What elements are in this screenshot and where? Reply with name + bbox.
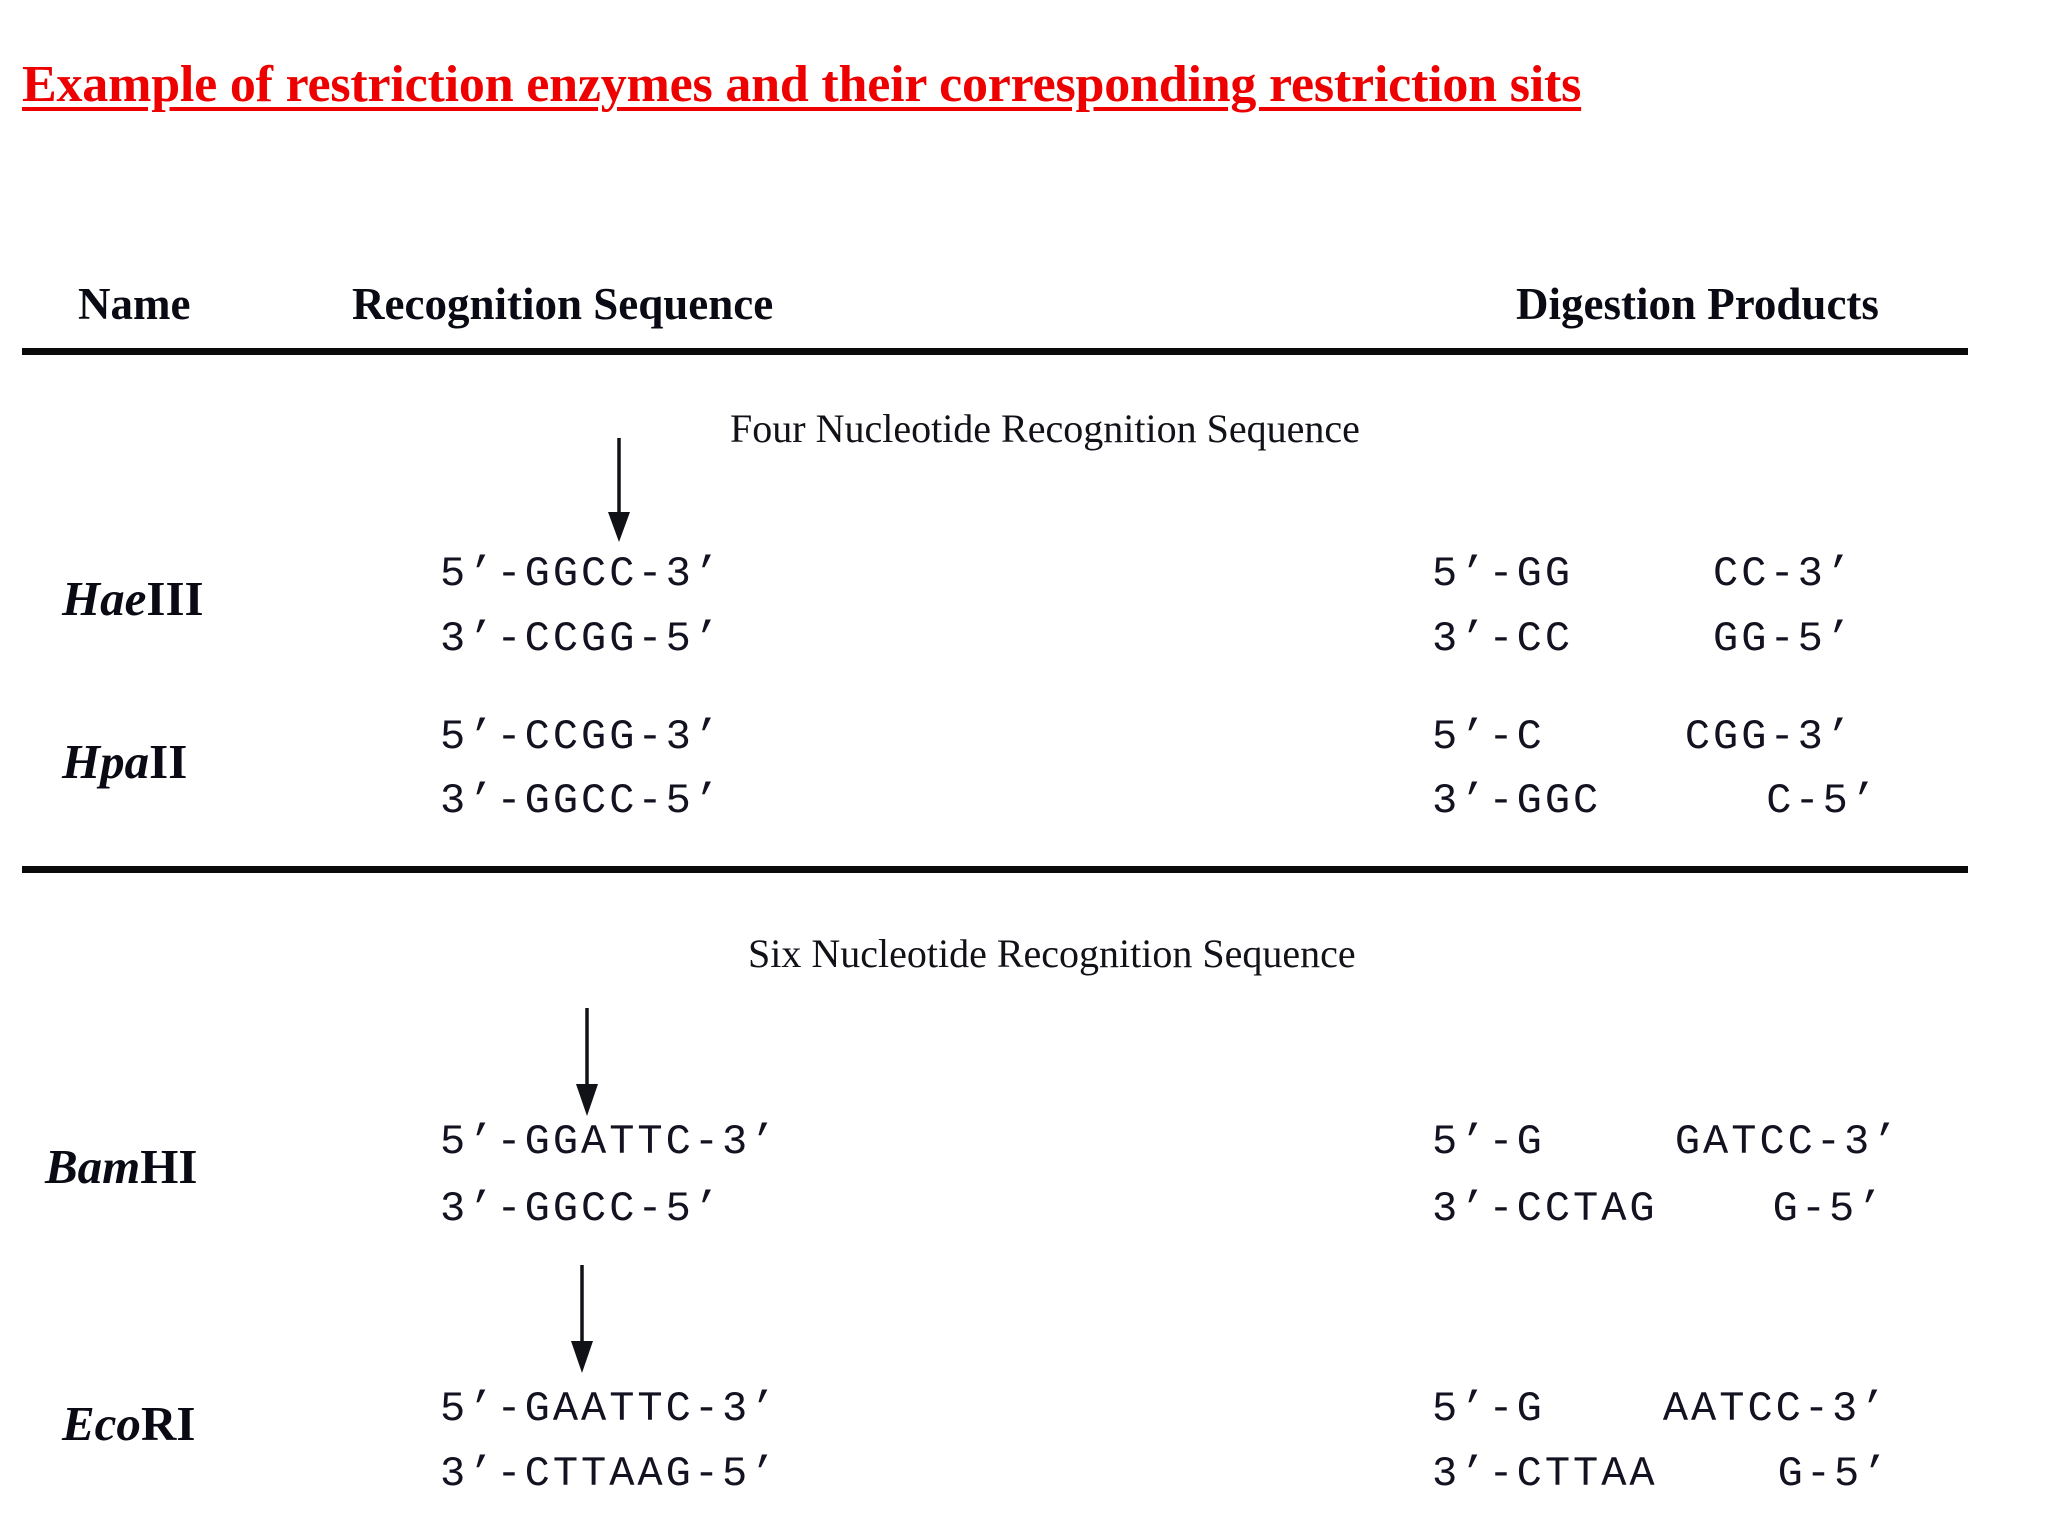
column-header-digestion-products: Digestion Products xyxy=(1516,279,1879,329)
section-divider-rule xyxy=(22,866,1968,873)
digestion-product-bottom-strand: 3’-CTTAA G-5’ xyxy=(1432,1450,1890,1498)
cut-site-down-arrow-icon xyxy=(602,438,636,542)
recognition-sequence-bottom-strand: 3’-CTTAAG-5’ xyxy=(440,1450,779,1498)
digestion-fragment-right: CGG-3’ xyxy=(1684,713,1855,761)
digestion-fragment-left: 5’-GG xyxy=(1432,550,1574,598)
recognition-sequence-bottom-strand: 3’-CCGG-5’ xyxy=(440,615,723,663)
digestion-fragment-right: G-5’ xyxy=(1777,1450,1891,1498)
enzyme-number-part: HI xyxy=(140,1139,198,1194)
digestion-fragment-right: C-5’ xyxy=(1766,777,1880,825)
digestion-fragment-right: GG-5’ xyxy=(1713,615,1855,663)
recognition-sequence-top-strand: 5’-GAATTC-3’ xyxy=(440,1385,779,1433)
digestion-fragment-left: 3’-CC xyxy=(1432,615,1574,663)
enzyme-genus-part: Hpa xyxy=(62,734,150,789)
enzyme-name-ecori: EcoRI xyxy=(62,1395,195,1452)
recognition-sequence-top-strand: 5’-CCGG-3’ xyxy=(440,713,723,761)
digestion-product-top-strand: 5’-G AATCC-3’ xyxy=(1432,1385,1888,1433)
recognition-sequence-top-strand: 5’-GGCC-3’ xyxy=(440,550,723,598)
page-title: Example of restriction enzymes and their… xyxy=(22,56,1582,113)
digestion-fragment-left: 5’-G xyxy=(1432,1385,1545,1433)
column-header-recognition-sequence: Recognition Sequence xyxy=(352,279,774,329)
section-label-four-nucleotide: Four Nucleotide Recognition Sequence xyxy=(730,406,1360,451)
recognition-sequence-top-strand: 5’-GGATTC-3’ xyxy=(440,1118,779,1166)
recognition-sequence-bottom-strand: 3’-GGCC-5’ xyxy=(440,777,723,825)
digestion-product-top-strand: 5’-C CGG-3’ xyxy=(1432,713,1854,761)
enzyme-number-part: RI xyxy=(140,1396,196,1451)
enzyme-name-hpaii: HpaII xyxy=(62,733,187,790)
column-header-name: Name xyxy=(78,279,191,329)
recognition-sequence-bottom-strand: 3’-GGCC-5’ xyxy=(440,1185,723,1233)
digestion-product-top-strand: 5’-GG CC-3’ xyxy=(1432,550,1854,598)
section-label-six-nucleotide: Six Nucleotide Recognition Sequence xyxy=(748,931,1356,976)
digestion-product-bottom-strand: 3’-CC GG-5’ xyxy=(1432,615,1854,663)
digestion-product-top-strand: 5’-G GATCC-3’ xyxy=(1432,1118,1900,1166)
digestion-fragment-right: AATCC-3’ xyxy=(1662,1385,1889,1433)
digestion-fragment-left: 3’-CTTAA xyxy=(1432,1450,1658,1498)
digestion-fragment-left: 3’-CCTAG xyxy=(1432,1185,1658,1233)
enzyme-name-haeiii: HaeIII xyxy=(62,570,204,627)
enzyme-genus-part: Eco xyxy=(62,1396,141,1451)
digestion-product-bottom-strand: 3’-GGC C-5’ xyxy=(1432,777,1879,825)
enzyme-number-part: III xyxy=(146,571,204,626)
digestion-fragment-left: 5’-C xyxy=(1432,713,1545,761)
digestion-fragment-right: GATCC-3’ xyxy=(1674,1118,1901,1166)
digestion-fragment-right: CC-3’ xyxy=(1713,550,1855,598)
enzyme-genus-part: Bam xyxy=(45,1139,141,1194)
cut-site-down-arrow-icon xyxy=(570,1008,604,1116)
enzyme-name-bamhi: BamHI xyxy=(45,1138,197,1195)
enzyme-genus-part: Hae xyxy=(62,571,147,626)
cut-site-down-arrow-icon xyxy=(565,1265,599,1373)
digestion-fragment-left: 5’-G xyxy=(1432,1118,1545,1166)
digestion-fragment-left: 3’-GGC xyxy=(1432,777,1602,825)
digestion-fragment-right: G-5’ xyxy=(1772,1185,1886,1233)
digestion-product-bottom-strand: 3’-CCTAG G-5’ xyxy=(1432,1185,1885,1233)
header-divider-rule xyxy=(22,348,1968,355)
enzyme-number-part: II xyxy=(149,734,188,789)
